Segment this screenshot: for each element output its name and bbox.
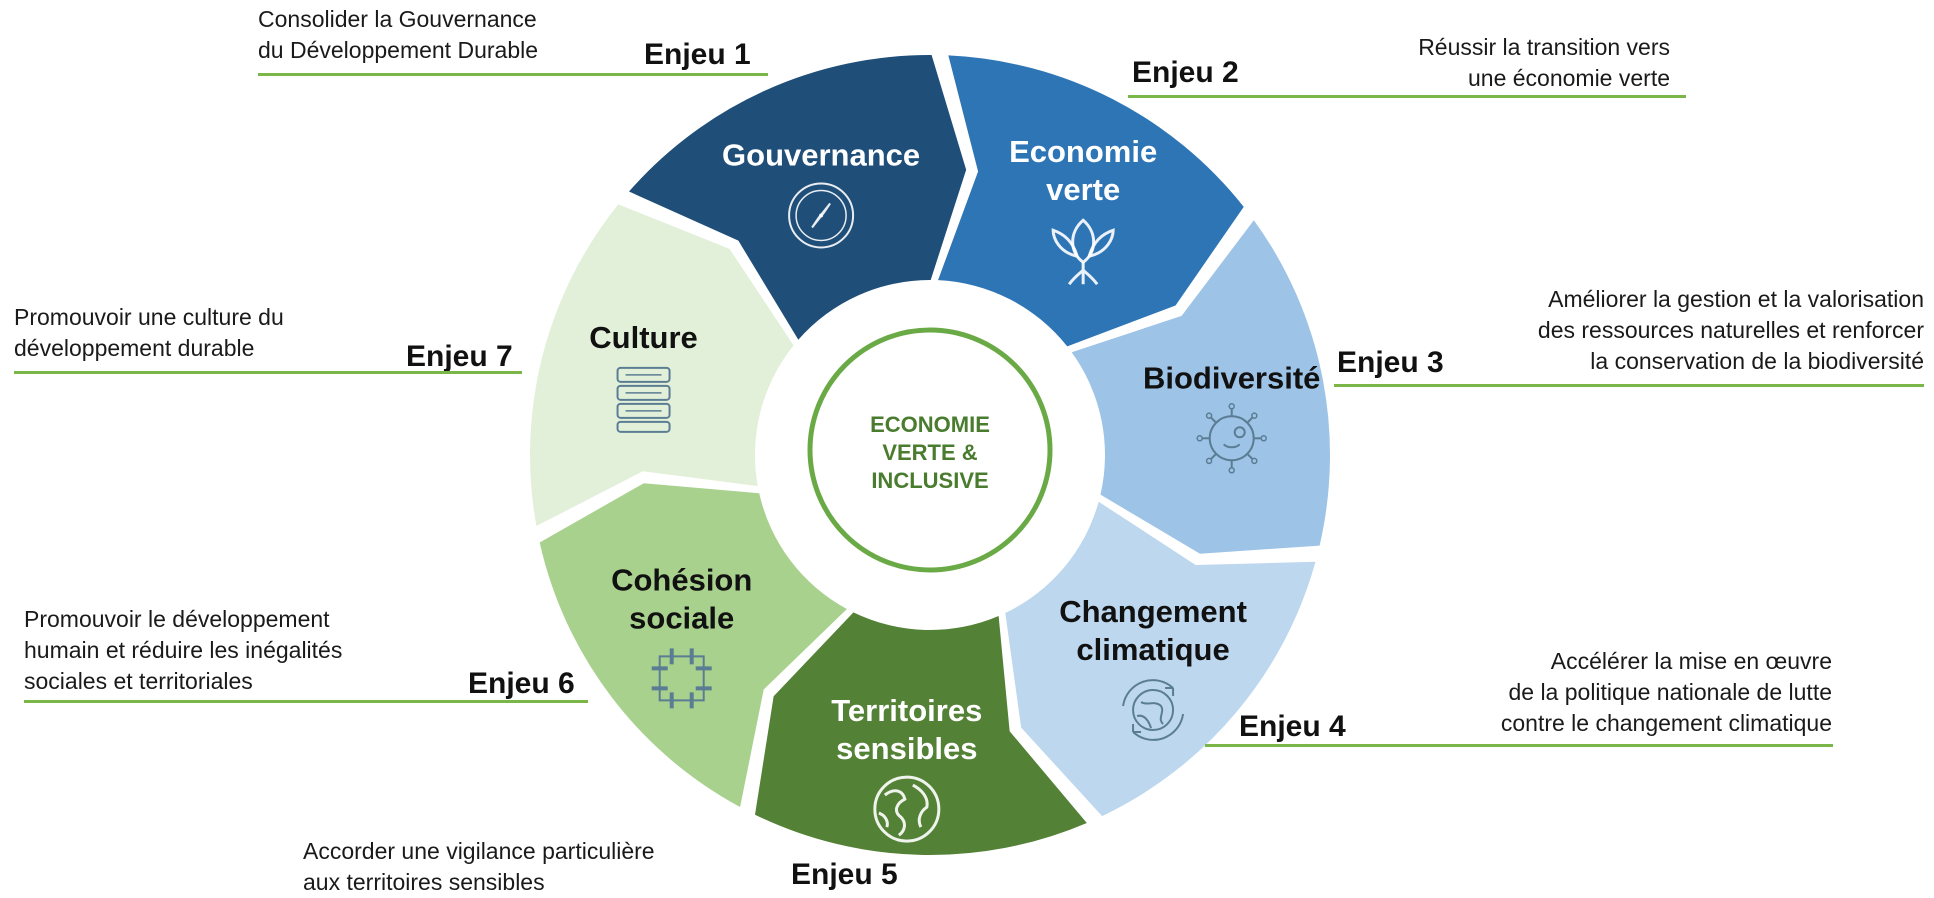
enjeu-7-rule bbox=[14, 371, 522, 374]
compass-icon bbox=[788, 182, 855, 249]
segment-1 bbox=[629, 55, 967, 340]
enjeu-6-label: Enjeu 6 bbox=[468, 667, 575, 700]
segment-1-title-line-1: Gouvernance bbox=[722, 137, 920, 172]
segment-6-title-line-2: sociale bbox=[629, 600, 734, 635]
segment-3 bbox=[1071, 220, 1330, 554]
joined-hands-icon bbox=[651, 648, 712, 709]
enjeu-1-label: Enjeu 1 bbox=[644, 38, 751, 71]
segment-2-title-line-2: verte bbox=[1046, 172, 1120, 207]
segment-5-title-line-2: sensibles bbox=[836, 731, 977, 766]
segment-4 bbox=[1005, 501, 1316, 817]
enjeu-3-label: Enjeu 3 bbox=[1337, 346, 1444, 379]
segment-5 bbox=[755, 612, 1087, 855]
enjeu-3-rule bbox=[1334, 384, 1924, 387]
lotus-flower-icon bbox=[1051, 218, 1115, 286]
segment-3-title-line-1: Biodiversité bbox=[1143, 360, 1320, 395]
microbe-icon bbox=[1196, 403, 1267, 474]
center-text-line-3: INCLUSIVE bbox=[871, 468, 988, 493]
enjeu-2-rule bbox=[1128, 95, 1686, 98]
segment-2-title-line-1: Economie bbox=[1009, 134, 1157, 169]
segment-6-title-line-1: Cohésion bbox=[611, 562, 752, 597]
segment-7 bbox=[529, 204, 794, 527]
center-text-line-2: VERTE & bbox=[882, 440, 977, 465]
globe-cycle-icon bbox=[1122, 679, 1185, 741]
books-icon bbox=[616, 366, 671, 433]
enjeu-1-rule bbox=[258, 73, 768, 76]
enjeu-7-label: Enjeu 7 bbox=[406, 340, 513, 373]
segment-4-title-line-2: climatique bbox=[1076, 632, 1229, 667]
enjeu-4-label: Enjeu 4 bbox=[1239, 710, 1346, 743]
enjeu-4-rule bbox=[1205, 744, 1833, 747]
segment-6 bbox=[539, 483, 847, 808]
center-ring bbox=[807, 327, 1053, 573]
center-text-line-1: ECONOMIE bbox=[870, 412, 990, 437]
enjeu-5-label: Enjeu 5 bbox=[791, 858, 898, 891]
segment-4-title-line-1: Changement bbox=[1059, 594, 1247, 629]
segment-5-title-line-1: Territoires bbox=[831, 693, 982, 728]
world-map-icon bbox=[873, 775, 941, 843]
segment-2 bbox=[938, 55, 1244, 347]
enjeu-2-label: Enjeu 2 bbox=[1132, 56, 1239, 89]
segment-7-title-line-1: Culture bbox=[589, 320, 698, 355]
enjeu-6-rule bbox=[24, 700, 588, 703]
